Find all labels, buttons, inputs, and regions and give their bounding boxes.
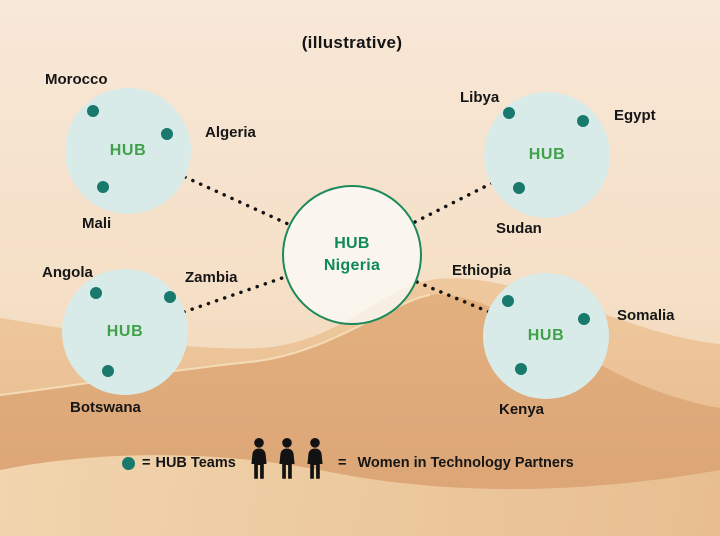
hub-circle-southwest: HUB — [62, 269, 188, 395]
team-dot — [502, 295, 514, 307]
hub-label-northeast: HUB — [528, 146, 566, 163]
country-label-somalia: Somalia — [617, 307, 675, 324]
country-label-botswana: Botswana — [70, 399, 141, 416]
slide-title: (illustrative) — [301, 33, 403, 52]
team-dot — [87, 105, 99, 117]
team-dot — [97, 181, 109, 193]
women-in-technology-partners-icons — [247, 436, 327, 481]
person-icon — [279, 438, 295, 479]
dotted-connector-nw — [183, 175, 290, 226]
country-label-kenya: Kenya — [499, 401, 545, 418]
legend-partners: = Women in Technology Partners — [338, 455, 574, 471]
country-label-ethiopia: Ethiopia — [452, 262, 512, 279]
team-dot — [577, 115, 589, 127]
country-label-algeria: Algeria — [205, 124, 256, 141]
country-label-mali: Mali — [82, 215, 112, 232]
team-dot — [503, 107, 515, 119]
team-dot — [513, 182, 525, 194]
country-label-egypt: Egypt — [614, 107, 656, 124]
person-icon — [307, 438, 323, 479]
dotted-connector-se — [415, 280, 491, 314]
country-label-zambia: Zambia — [185, 269, 238, 286]
team-dot — [164, 291, 176, 303]
center-hub-line1: HUB — [334, 234, 370, 252]
team-dot — [578, 313, 590, 325]
hub-label-southeast: HUB — [527, 327, 565, 344]
country-label-morocco: Morocco — [45, 71, 108, 88]
legend-teams-equals: = — [142, 455, 151, 471]
legend-partners-label: Women in Technology Partners — [357, 455, 574, 471]
hub-circle-southeast: HUB — [483, 273, 609, 399]
legend-partners-equals: = — [338, 455, 347, 471]
center-hub-nigeria: HUB Nigeria — [282, 185, 422, 325]
person-icon — [251, 438, 267, 479]
dotted-connector-ne — [413, 181, 494, 224]
legend-hub-team-dot-icon — [122, 457, 135, 470]
country-label-libya: Libya — [460, 89, 500, 106]
team-dot — [515, 363, 527, 375]
country-label-sudan: Sudan — [496, 220, 542, 237]
dotted-connector-sw — [182, 275, 287, 314]
team-dot — [161, 128, 173, 140]
country-label-angola: Angola — [42, 264, 93, 281]
team-dot — [90, 287, 102, 299]
team-dot — [102, 365, 114, 377]
hub-circle-northwest: HUB — [65, 88, 191, 214]
legend-hub-teams: =HUB Teams — [142, 455, 236, 471]
hub-label-northwest: HUB — [109, 142, 147, 159]
hub-label-southwest: HUB — [106, 323, 144, 340]
legend-teams-label: HUB Teams — [155, 455, 236, 471]
center-hub-line2: Nigeria — [323, 257, 381, 274]
